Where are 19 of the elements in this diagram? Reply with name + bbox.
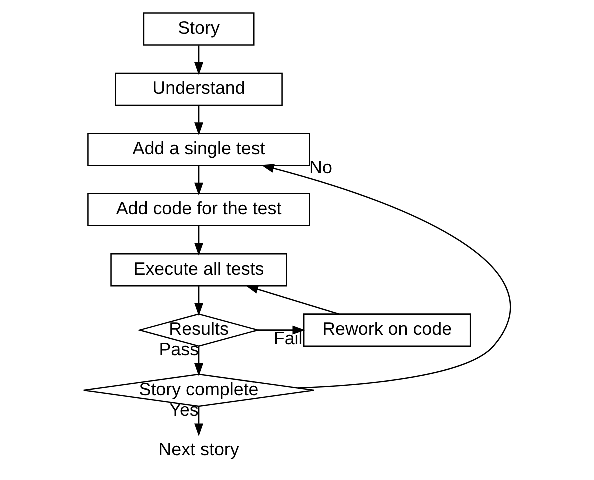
node-box: Add code for the test — [87, 193, 310, 227]
arrow — [194, 346, 204, 376]
arrow — [260, 164, 511, 389]
node-box: Add a single test — [87, 133, 310, 166]
arrow — [194, 46, 204, 76]
arrow — [245, 285, 339, 315]
arrow — [194, 286, 204, 316]
node-text: Next story — [158, 439, 239, 460]
arrow — [194, 106, 204, 136]
edge-label: No — [309, 158, 332, 178]
arrow — [194, 406, 204, 437]
node-box: Story — [142, 12, 254, 46]
node-box: Execute all tests — [110, 253, 287, 287]
edge-label: Fail — [273, 328, 302, 349]
node-box: Rework on code — [302, 314, 471, 347]
arrow — [194, 226, 204, 256]
arrow — [258, 326, 306, 335]
arrow — [194, 166, 204, 196]
node-box: Understand — [114, 72, 282, 106]
